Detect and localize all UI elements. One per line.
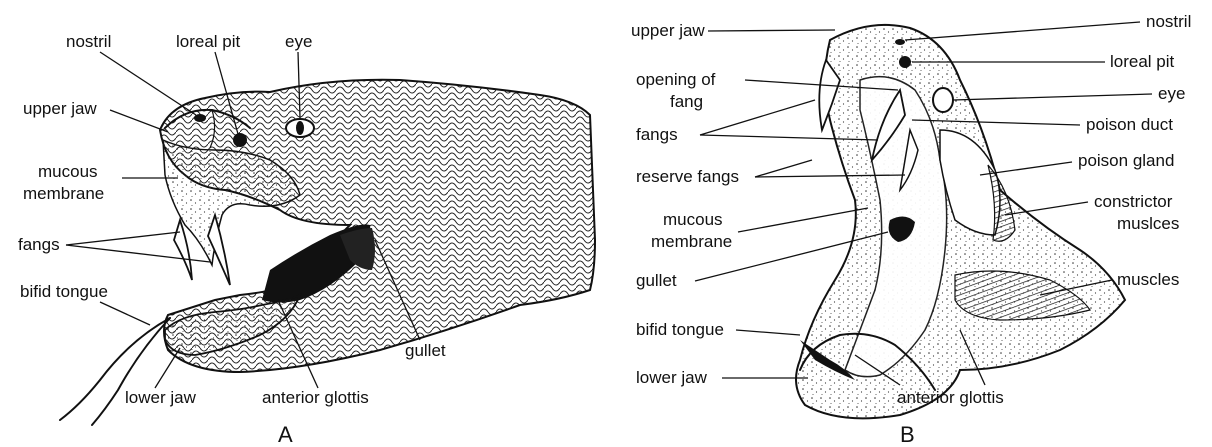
panel-a-label-mucous: mucous — [38, 162, 98, 181]
panel-b-label-reserve-fangs: reserve fangs — [636, 167, 739, 186]
panel-b: upper jaw opening of fang fangs reserve … — [631, 12, 1191, 447]
panel-a-label-lower-jaw: lower jaw — [125, 388, 197, 407]
panel-b-label-loreal-pit: loreal pit — [1110, 52, 1175, 71]
panel-b-label-fangs: fangs — [636, 125, 678, 144]
panel-b-label-bifid-tongue: bifid tongue — [636, 320, 724, 339]
panel-b-loreal-pit — [899, 56, 911, 68]
panel-b-label-anterior-glottis: anterior glottis — [897, 388, 1004, 407]
panel-a-loreal-pit — [233, 133, 247, 147]
panel-b-label-muslces: muslces — [1117, 214, 1179, 233]
panel-a-label-eye: eye — [285, 32, 312, 51]
panel-b-letter: B — [900, 422, 915, 447]
panel-a-label-gullet: gullet — [405, 341, 446, 360]
panel-a: nostril loreal pit eye upper jaw mucous … — [18, 32, 595, 447]
panel-a-label-loreal-pit: loreal pit — [176, 32, 241, 51]
panel-a-label-membrane: membrane — [23, 184, 104, 203]
panel-a-label-bifid-tongue: bifid tongue — [20, 282, 108, 301]
panel-b-label-gullet: gullet — [636, 271, 677, 290]
panel-a-label-anterior-glottis: anterior glottis — [262, 388, 369, 407]
panel-a-label-upper-jaw: upper jaw — [23, 99, 97, 118]
panel-b-label-constrictor: constrictor — [1094, 192, 1173, 211]
panel-b-label-fang: fang — [670, 92, 703, 111]
panel-a-letter: A — [278, 422, 293, 447]
panel-b-label-poison-duct: poison duct — [1086, 115, 1173, 134]
panel-a-label-fangs: fangs — [18, 235, 60, 254]
panel-b-label-eye: eye — [1158, 84, 1185, 103]
panel-b-eye — [933, 88, 953, 112]
panel-b-label-lower-jaw: lower jaw — [636, 368, 708, 387]
panel-b-nostril — [895, 39, 905, 45]
panel-a-label-nostril: nostril — [66, 32, 111, 51]
panel-b-label-nostril: nostril — [1146, 12, 1191, 31]
panel-b-label-poison-gland: poison gland — [1078, 151, 1174, 170]
panel-b-label-membrane: membrane — [651, 232, 732, 251]
panel-b-label-muscles: muscles — [1117, 270, 1179, 289]
panel-b-label-mucous: mucous — [663, 210, 723, 229]
panel-b-label-opening: opening of — [636, 70, 716, 89]
panel-b-label-upper-jaw: upper jaw — [631, 21, 705, 40]
